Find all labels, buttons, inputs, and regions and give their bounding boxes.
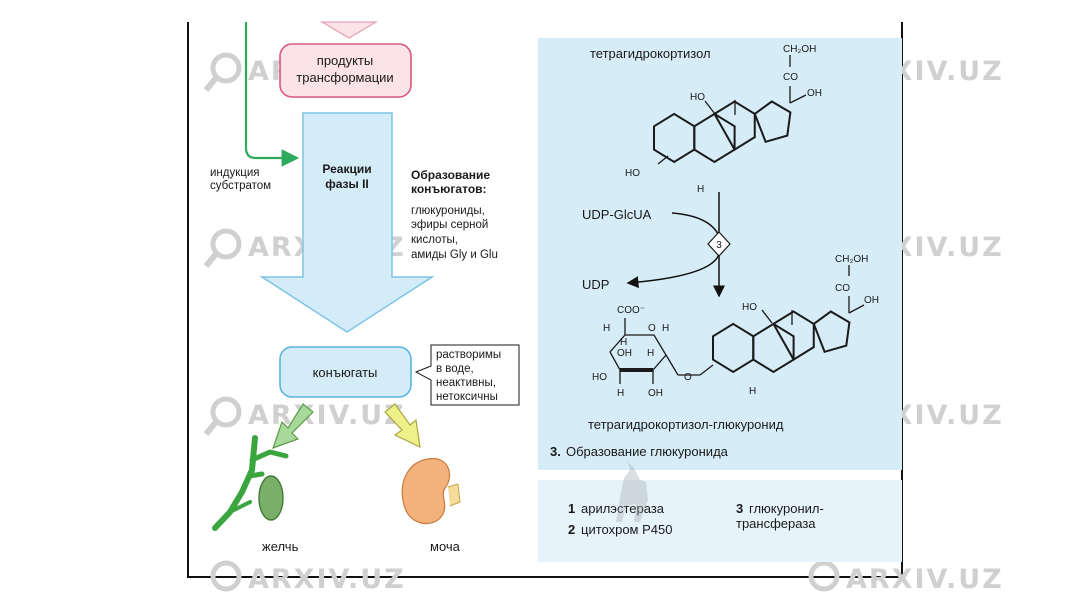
svg-text:конъюгаты: конъюгаты [313, 365, 378, 380]
product-name: тетрагидрокортизол-глюкуронид [588, 417, 784, 432]
svg-text:2: 2 [568, 522, 575, 537]
svg-text:OH: OH [864, 295, 879, 306]
svg-text:O: O [684, 372, 692, 383]
svg-text:трансфераза: трансфераза [736, 516, 816, 531]
legend-panel [538, 480, 902, 562]
substrate-name: тетрагидрокортизол [590, 46, 711, 61]
cofactor-in: UDP-GlcUA [582, 207, 652, 222]
svg-text:CO: CO [835, 283, 850, 294]
svg-text:субстратом: субстратом [210, 180, 271, 192]
urine-arrow [384, 403, 421, 449]
incoming-arrow [319, 21, 379, 39]
steroid-moiety-structure: CH₂OH CO OH HO H [711, 254, 879, 397]
induction-label: индукция субстратом [210, 167, 271, 192]
svg-text:H: H [647, 348, 654, 359]
svg-text:OH: OH [807, 88, 822, 99]
svg-text:нетоксичны: нетоксичны [436, 391, 498, 403]
conjugate-formation: Образование конъюгатов: глюкурониды, эфи… [411, 168, 498, 261]
svg-text:арилэстераза: арилэстераза [581, 501, 665, 516]
watermark-text: ARXIV.UZ [846, 564, 1004, 595]
reaction-caption: 3. Образование глюкуронида [550, 444, 729, 459]
svg-text:CH₂OH: CH₂OH [835, 254, 868, 265]
svg-text:3.: 3. [550, 444, 561, 459]
products-box: продукты трансформации [279, 43, 412, 98]
svg-text:HO: HO [592, 372, 607, 383]
svg-text:H: H [749, 386, 756, 397]
svg-text:H: H [697, 184, 704, 195]
svg-text:OH: OH [617, 348, 632, 359]
svg-text:Образование: Образование [411, 168, 490, 182]
svg-text:цитохром P450: цитохром P450 [581, 522, 672, 537]
deer-watermark [616, 462, 648, 522]
svg-text:3: 3 [716, 240, 722, 251]
svg-text:трансформации: трансформации [296, 70, 393, 85]
svg-text:3: 3 [736, 501, 743, 516]
gallbladder-icon [212, 435, 289, 531]
kidney-icon [401, 457, 461, 525]
bile-arrow [272, 403, 314, 449]
bile-label: желчь [262, 539, 299, 554]
svg-text:CH₂OH: CH₂OH [783, 44, 816, 55]
svg-text:растворимы: растворимы [436, 349, 501, 361]
svg-text:H: H [603, 323, 610, 334]
svg-text:в воде,: в воде, [436, 363, 474, 375]
svg-text:HO: HO [625, 168, 640, 179]
svg-text:H: H [662, 323, 669, 334]
svg-text:O: O [648, 323, 656, 334]
svg-text:глюкурониды,: глюкурониды, [411, 205, 485, 217]
svg-text:Реакции: Реакции [322, 162, 371, 176]
svg-text:глюкуронил-: глюкуронил- [749, 501, 824, 516]
phase2-label: Реакции фазы II [322, 162, 371, 191]
svg-text:HO: HO [742, 302, 757, 313]
svg-text:OH: OH [648, 388, 663, 399]
phase2-arrow [259, 112, 435, 333]
svg-text:амиды Gly и Glu: амиды Gly и Glu [411, 249, 498, 261]
enzyme-legend: 1 арилэстераза 2 цитохром P450 3 глюкуро… [568, 501, 824, 537]
svg-text:COO⁻: COO⁻ [617, 305, 645, 316]
watermark-text: ARXIV.UZ [248, 400, 406, 431]
svg-text:H: H [620, 337, 627, 348]
urine-label: моча [430, 539, 461, 554]
svg-text:CO: CO [783, 72, 798, 83]
svg-text:1: 1 [568, 501, 575, 516]
svg-text:эфиры серной: эфиры серной [411, 219, 488, 231]
svg-text:кислоты,: кислоты, [411, 234, 458, 246]
induction-arrow [244, 22, 300, 167]
svg-text:фазы II: фазы II [325, 177, 369, 191]
glucuronide-ring-structure: COO⁻ H O H H OH H HO H OH O [592, 305, 714, 399]
properties-callout: растворимы в воде, неактивны, нетоксичны [414, 344, 520, 406]
svg-text:HO: HO [690, 92, 705, 103]
conjugates-box: конъюгаты [279, 346, 412, 398]
watermark-text: ARXIV.UZ [248, 564, 406, 595]
svg-text:индукция: индукция [210, 167, 260, 179]
enzyme-3-badge: 3 [707, 231, 731, 257]
svg-text:H: H [617, 388, 624, 399]
svg-text:продукты: продукты [317, 53, 373, 68]
svg-text:Образование глюкуронида: Образование глюкуронида [566, 444, 729, 459]
cofactor-out: UDP [582, 277, 609, 292]
tetrahydrocortisol-structure: CH₂OH CO OH HO HO H [625, 44, 822, 195]
svg-text:конъюгатов:: конъюгатов: [411, 182, 487, 196]
svg-text:неактивны,: неактивны, [436, 377, 496, 389]
